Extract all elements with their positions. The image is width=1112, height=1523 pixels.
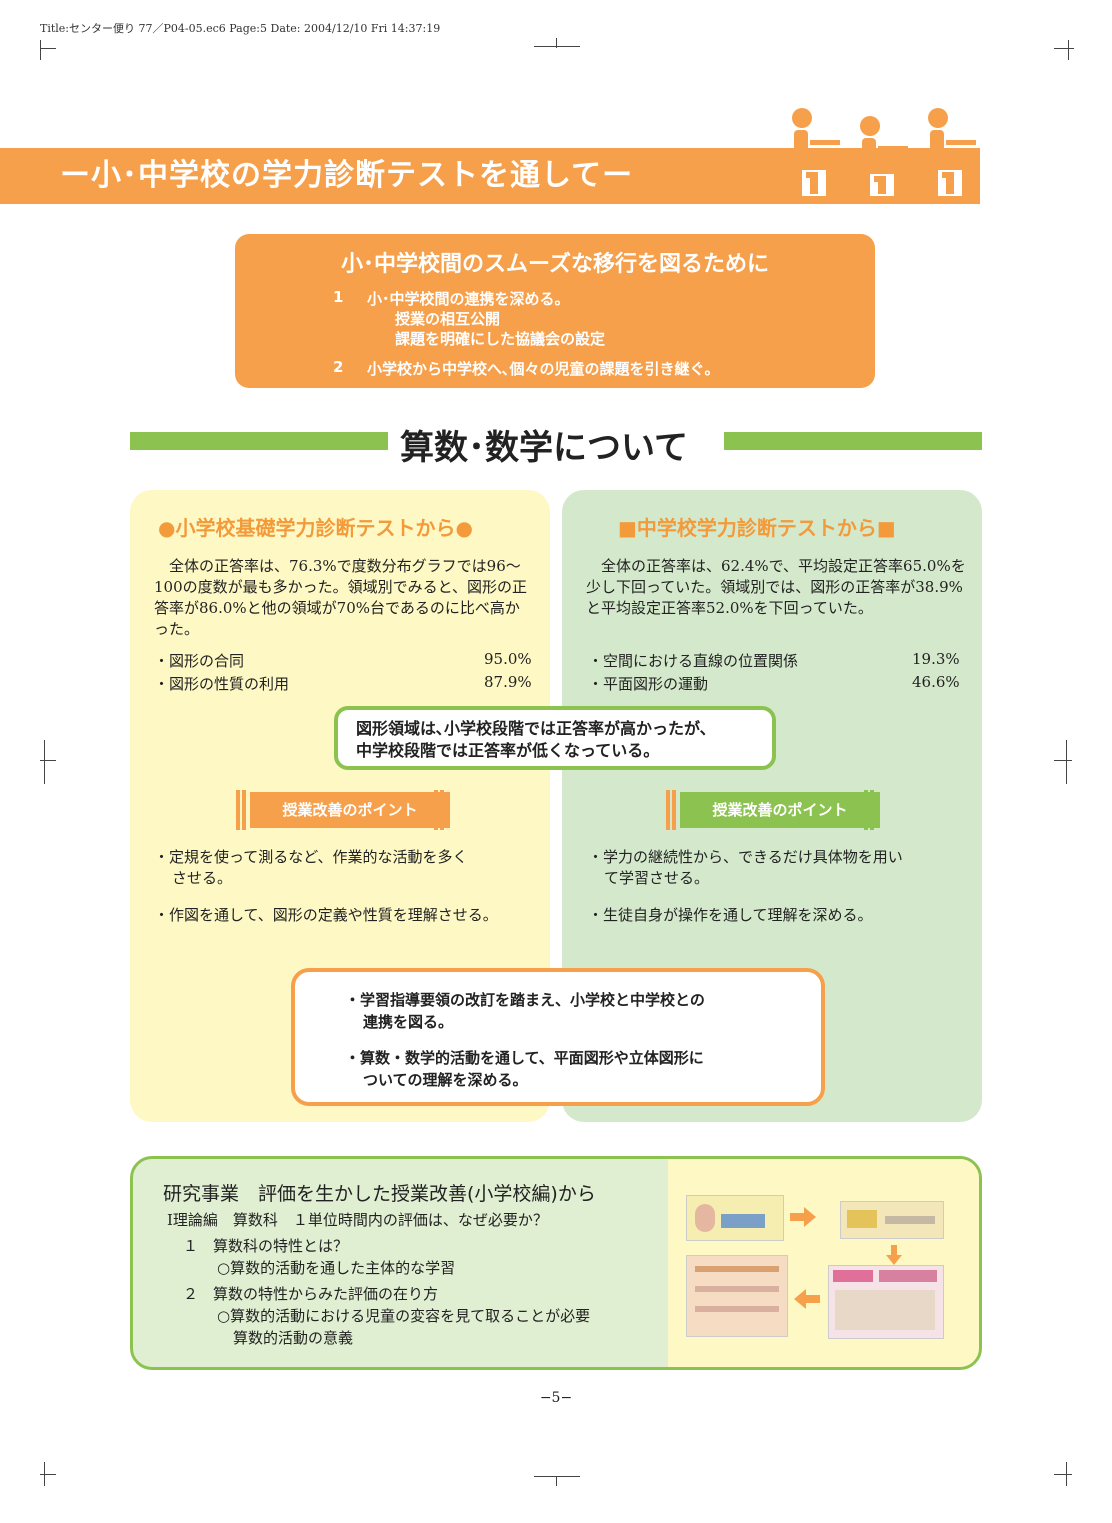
thumbnail-image — [686, 1255, 788, 1337]
crop-mark — [40, 760, 56, 761]
research-subitem: ○算数的活動を通した主体的な学習 — [217, 1259, 456, 1277]
elementary-paragraph: 全体の正答率は、76.3%で度数分布グラフでは96〜100の度数が最も多かった。… — [154, 557, 528, 638]
junior-row-value: 19.3% — [912, 650, 960, 668]
junior-bullet: て学習させる。 — [604, 869, 710, 887]
page-number: −5− — [539, 1390, 573, 1406]
arrow-down-icon — [886, 1245, 902, 1265]
junior-paragraph: 全体の正答率は、62.4%で、平均設定正答率65.0%を少し下回っていた。領域別… — [586, 557, 966, 617]
point-bar — [440, 790, 444, 830]
crop-mark — [1068, 40, 1069, 60]
point-bar — [864, 790, 868, 830]
research-item: １ 算数科の特性とは？ — [183, 1237, 349, 1255]
point-bar — [434, 790, 438, 830]
crop-mark — [1066, 1462, 1067, 1486]
transition-title: 小･中学校間のスムーズな移行を図るために — [341, 252, 769, 277]
junior-row-label: ・空間における直線の位置関係 — [588, 652, 799, 670]
thumbnail-image — [828, 1265, 944, 1339]
elementary-bullet: させる。 — [172, 869, 233, 887]
conclusion-bullet: ・学習指導要領の改訂を踏まえ、小学校と中学校との — [345, 991, 705, 1009]
point-bar — [242, 790, 246, 830]
research-subtitle: Ⅰ理論編 算数科 １単位時間内の評価は、なぜ必要か？ — [167, 1211, 548, 1229]
crop-mark — [556, 38, 557, 48]
elementary-row-label: ・図形の性質の利用 — [154, 675, 290, 693]
elementary-bullet: ・作図を通して、図形の定義や性質を理解させる。 — [154, 906, 498, 924]
transition-subitem: 授業の相互公開 — [395, 310, 501, 328]
students-at-desks-icon — [786, 108, 978, 204]
print-meta: Title:センター便り 77／P04-05.ec6 Page:5 Date: … — [40, 22, 441, 35]
research-thumbnails — [668, 1159, 979, 1367]
crop-mark — [1054, 760, 1072, 761]
conclusion-box: ・学習指導要領の改訂を踏まえ、小学校と中学校との 連携を図る。 ・算数・数学的活… — [291, 968, 825, 1106]
summary-box: 図形領域は､小学校段階では正答率が高かったが､ 中学校段階では正答率が低くなって… — [334, 706, 776, 770]
research-subitem: ○算数的活動における児童の変容を見て取ることが必要 — [217, 1307, 591, 1325]
crop-mark — [1066, 740, 1067, 784]
summary-line: 中学校段階では正答率が低くなっている。 — [356, 741, 660, 760]
transition-subitem: 課題を明確にした協議会の設定 — [395, 330, 606, 348]
crop-mark — [44, 740, 45, 784]
section-rule — [724, 432, 982, 450]
crop-mark — [1054, 1474, 1072, 1475]
junior-point-label: 授業改善のポイント — [680, 792, 880, 828]
transition-item-num: 1 — [333, 288, 344, 306]
thumbnail-image — [840, 1201, 944, 1239]
transition-item: 小学校から中学校へ､個々の児童の課題を引き継ぐ。 — [367, 360, 720, 378]
elementary-point-label: 授業改善のポイント — [250, 792, 450, 828]
crop-mark — [556, 1476, 557, 1486]
point-bar — [236, 790, 240, 830]
transition-item: 小･中学校間の連携を深める。 — [367, 290, 570, 308]
research-box: 研究事業 評価を生かした授業改善(小学校編)から Ⅰ理論編 算数科 １単位時間内… — [130, 1156, 982, 1370]
crop-mark — [40, 1474, 56, 1475]
thumbnail-image — [686, 1195, 784, 1241]
elementary-row-value: 87.9% — [484, 673, 532, 691]
crop-mark — [44, 1462, 45, 1486]
arrow-left-icon — [794, 1289, 820, 1309]
section-rule — [130, 432, 388, 450]
conclusion-bullet: ついての理解を深める。 — [363, 1071, 528, 1089]
junior-bullet: ・生徒自身が操作を通して理解を深める。 — [588, 906, 873, 924]
junior-row-value: 46.6% — [912, 673, 960, 691]
crop-mark — [534, 46, 580, 47]
crop-mark — [40, 48, 56, 49]
transition-box: 小･中学校間のスムーズな移行を図るために 1 小･中学校間の連携を深める。 授業… — [235, 234, 875, 388]
conclusion-bullet: ・算数・数学的活動を通して、平面図形や立体図形に — [345, 1049, 704, 1067]
junior-title: ■中学校学力診断テストから■ — [618, 516, 896, 540]
conclusion-bullet: 連携を図る。 — [363, 1013, 454, 1031]
junior-row-label: ・平面図形の運動 — [588, 675, 709, 693]
elementary-bullet: ・定規を使って測るなど、作業的な活動を多く — [154, 848, 468, 866]
elementary-row-label: ・図形の合同 — [154, 652, 245, 670]
crop-mark — [1054, 48, 1074, 49]
elementary-title: ●小学校基礎学力診断テストから● — [158, 516, 473, 540]
arrow-right-icon — [790, 1207, 816, 1227]
transition-item-num: 2 — [333, 358, 344, 376]
point-bar — [870, 790, 874, 830]
crop-mark — [534, 1476, 580, 1477]
research-title: 研究事業 評価を生かした授業改善(小学校編)から — [163, 1183, 596, 1205]
section-title: 算数･数学について — [400, 428, 688, 468]
banner-title: ー小･中学校の学力診断テストを通してー — [60, 158, 634, 193]
point-bar — [666, 790, 670, 830]
elementary-row-value: 95.0% — [484, 650, 532, 668]
summary-line: 図形領域は､小学校段階では正答率が高かったが､ — [356, 719, 709, 738]
research-subitem: 算数的活動の意義 — [233, 1329, 354, 1347]
research-item: ２ 算数の特性からみた評価の在り方 — [183, 1285, 439, 1303]
point-bar — [672, 790, 676, 830]
junior-bullet: ・学力の継続性から、できるだけ具体物を用い — [588, 848, 903, 866]
crop-mark — [40, 40, 41, 60]
